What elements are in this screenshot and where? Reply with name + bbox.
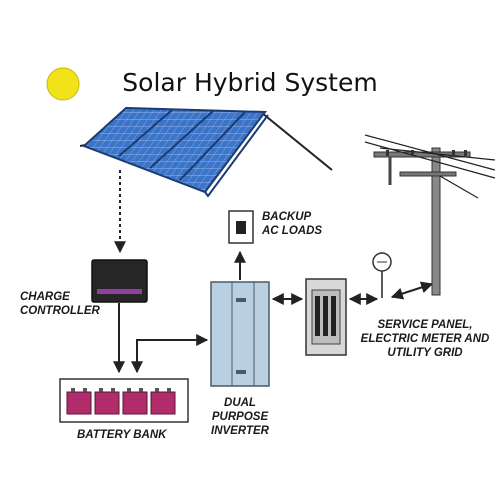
page-title: Solar Hybrid System xyxy=(122,68,378,97)
charge-controller-label-line: CONTROLLER xyxy=(20,305,100,317)
charge-controller-label-line: CHARGE xyxy=(20,291,70,303)
service-panel-box xyxy=(305,278,347,356)
service-panel-label: SERVICE PANEL, ELECTRIC METER AND UTILIT… xyxy=(355,318,495,360)
backup-loads-label-line: BACKUP xyxy=(262,211,312,223)
charge-controller-label: CHARGE CONTROLLER xyxy=(20,290,100,318)
inverter-label-line: PURPOSE xyxy=(211,411,269,423)
inverter-label: DUAL PURPOSE INVERTER xyxy=(205,396,275,438)
battery-icon xyxy=(59,378,189,423)
charge-controller-box xyxy=(91,259,148,303)
ac-outlet-icon xyxy=(228,210,254,244)
service-panel-label-line: UTILITY GRID xyxy=(387,347,463,359)
inverter-label-line: DUAL xyxy=(224,397,256,409)
inverter-label-line: INVERTER xyxy=(211,425,269,437)
backup-loads-label: BACKUP AC LOADS xyxy=(262,210,322,238)
solar-panel-icon xyxy=(79,106,333,198)
service-panel-label-line: ELECTRIC METER AND xyxy=(360,333,490,345)
inverter-box xyxy=(210,281,270,387)
utility-pole-icon xyxy=(364,134,496,296)
sun-icon xyxy=(46,67,80,101)
backup-loads-label-line: AC LOADS xyxy=(262,225,323,237)
battery-bank-label: BATTERY BANK xyxy=(77,429,167,441)
electric-meter-icon xyxy=(372,252,392,298)
service-panel-label-line: SERVICE PANEL, xyxy=(377,319,473,331)
